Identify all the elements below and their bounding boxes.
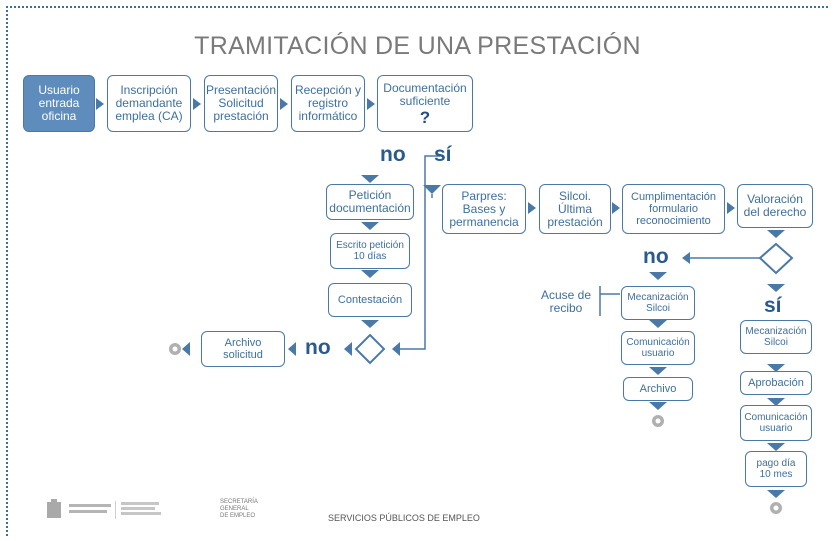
connector-line — [400, 155, 440, 350]
arrow-right — [528, 202, 536, 214]
question-mark: ? — [419, 107, 431, 127]
decision-diamond — [354, 333, 386, 365]
arrow-left — [344, 342, 352, 356]
decision-diamond — [758, 242, 794, 275]
node-cumplimentacion: Cumplimentación formulario reconocimient… — [622, 184, 725, 234]
node-aprobacion: Aprobación — [740, 371, 812, 395]
arrow-left — [288, 342, 296, 356]
arrow-down — [767, 443, 785, 451]
arrow-down — [767, 490, 785, 498]
arrow-down — [361, 320, 379, 328]
node-comunicacion-right: Comunicación usuario — [740, 405, 812, 441]
node-usuario: Usuario entrada oficina — [23, 75, 95, 132]
node-contestacion: Contestación — [328, 283, 412, 317]
node-documentacion-label: Documentación suficiente — [383, 80, 467, 108]
node-valoracion: Valoración del derecho — [737, 184, 813, 228]
node-mecanizacion-left: Mecanización Silcoi — [621, 286, 695, 320]
label-no-2: no — [305, 336, 331, 359]
arrow-down — [361, 175, 379, 183]
arrow-down — [649, 402, 667, 410]
node-archivo: Archivo — [623, 377, 693, 401]
label-si-2: sí — [764, 294, 782, 317]
node-escrito: Escrito petición 10 días — [330, 233, 410, 269]
label-no-1: no — [380, 143, 406, 166]
arrow-right — [96, 98, 104, 110]
node-recepcion: Recepción y registro informático — [291, 75, 365, 132]
arrow-down — [767, 230, 785, 238]
arrow-down — [361, 222, 379, 230]
arrow-down — [361, 270, 379, 278]
arrow-down — [767, 284, 785, 292]
node-presentacion: Presentación Solicitud prestación — [204, 75, 278, 132]
dotted-border-left — [6, 6, 8, 536]
arrow-down — [649, 272, 667, 280]
arrow-down — [649, 367, 667, 375]
node-pago: pago día 10 mes — [745, 451, 807, 487]
diagram-title: TRAMITACIÓN DE UNA PRESTACIÓN — [194, 32, 641, 60]
government-logo — [47, 499, 161, 519]
arrow-down — [649, 320, 667, 328]
dotted-border-top — [6, 6, 828, 8]
arrow-left — [392, 342, 400, 356]
arrow-left — [682, 252, 690, 264]
node-mecanizacion-right: Mecanización Silcoi — [740, 320, 812, 354]
node-archivo-solicitud: Archivo solicitud — [201, 331, 285, 367]
node-peticion: Petición documentación — [326, 184, 414, 220]
arrow-down — [767, 364, 785, 372]
node-comunicacion-left: Comunicación usuario — [621, 331, 695, 365]
arrow-down — [423, 185, 441, 194]
note-acuse: Acuse de recibo — [540, 288, 592, 315]
label-no-3: no — [643, 245, 669, 268]
arrow-left — [182, 342, 190, 356]
arrow-down — [767, 398, 785, 406]
node-parpres: Parpres: Bases y permanencia — [442, 184, 526, 234]
arrow-right — [367, 98, 375, 110]
footer-servicios: SERVICIOS PÚBLICOS DE EMPLEO — [328, 513, 480, 523]
node-documentacion: Documentación suficiente ? — [377, 75, 473, 132]
arrow-right — [727, 202, 735, 214]
arrow-right — [193, 98, 201, 110]
node-silcoi: Silcoi. Última prestación — [539, 184, 611, 234]
node-inscripcion: Inscripción demandante emplea (CA) — [107, 75, 191, 132]
arrow-right — [280, 98, 288, 110]
label-si-1: sí — [434, 143, 452, 166]
footer-secretaria: SECRETARÍA GENERAL DE EMPLEO — [220, 499, 258, 519]
arrow-right — [612, 202, 620, 214]
footer-logo — [47, 498, 207, 520]
